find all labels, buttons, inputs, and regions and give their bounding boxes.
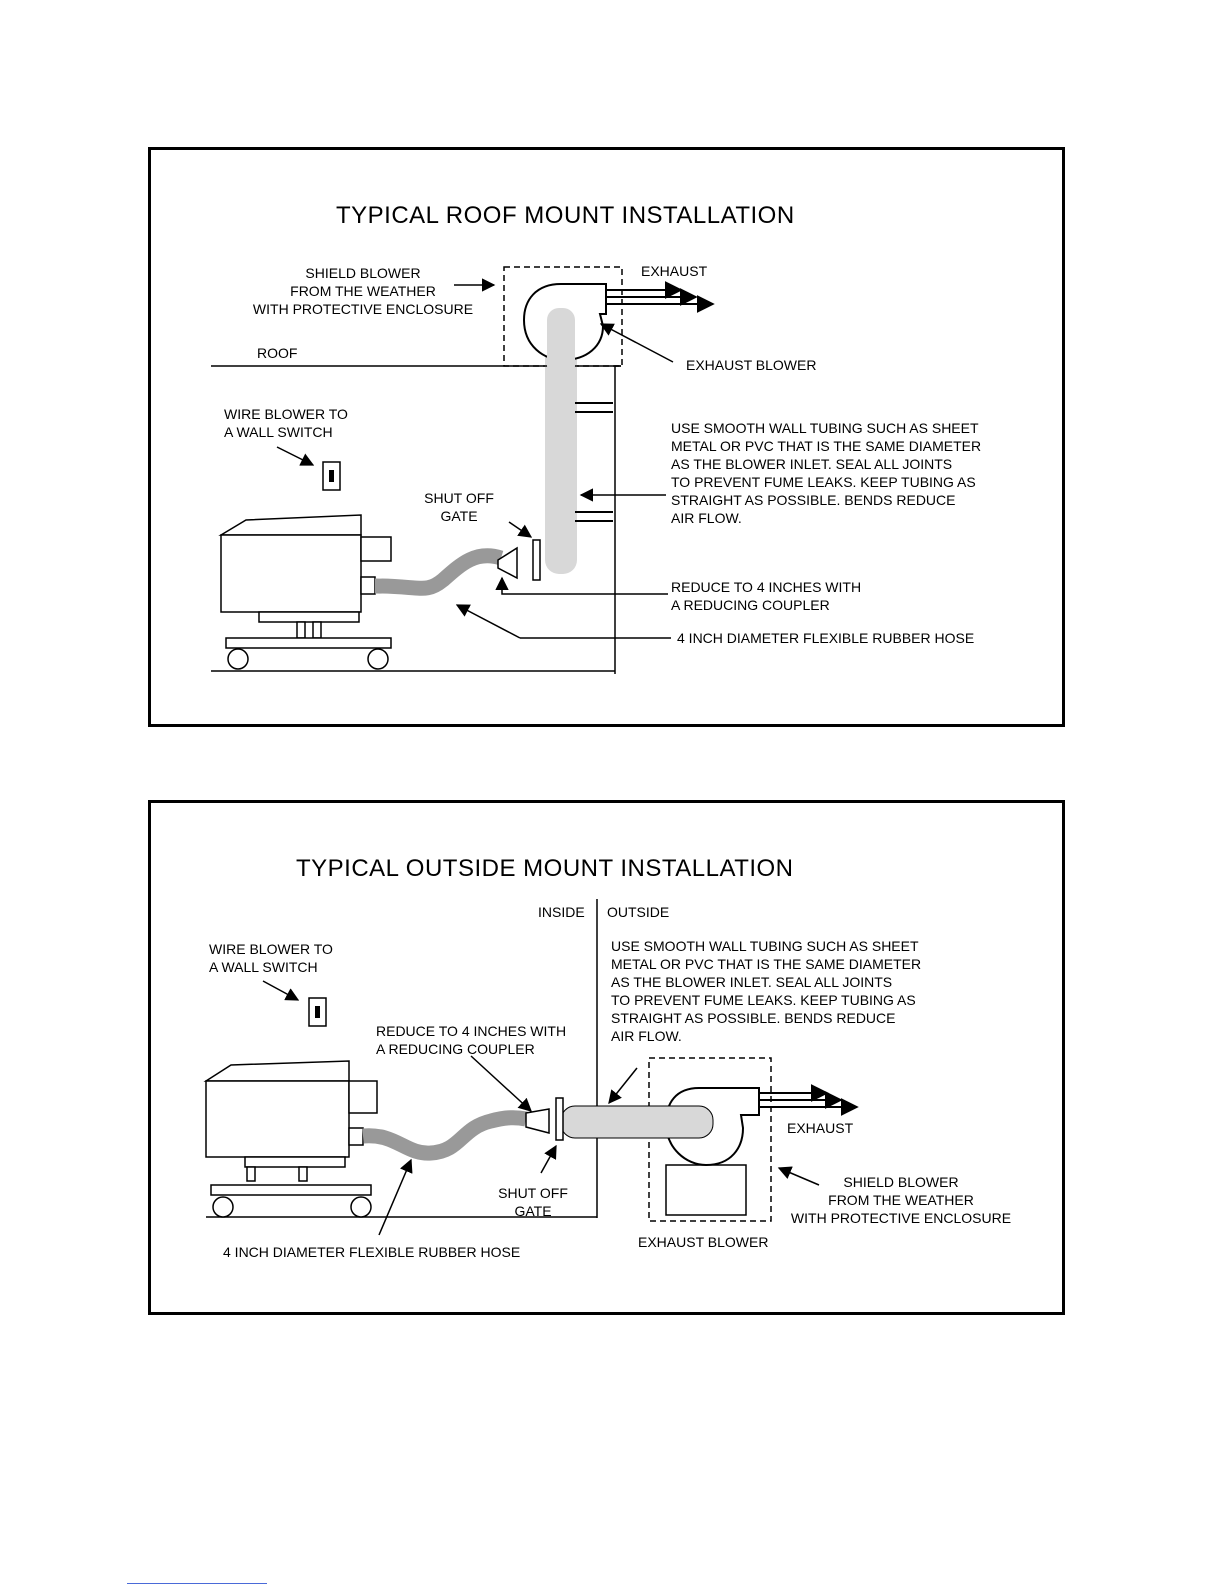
machine-port bbox=[348, 1080, 378, 1114]
outside-title: TYPICAL OUTSIDE MOUNT INSTALLATION bbox=[296, 855, 794, 882]
cart-wheel bbox=[350, 1196, 372, 1218]
blower-leader-arrow bbox=[599, 323, 674, 363]
building-wall bbox=[614, 365, 621, 674]
cart-wheel bbox=[367, 648, 389, 670]
cart-wheel bbox=[212, 1196, 234, 1218]
cart-leg bbox=[246, 1166, 256, 1182]
machine-base bbox=[258, 611, 360, 623]
roof-title: TYPICAL ROOF MOUNT INSTALLATION bbox=[336, 202, 795, 229]
flexible-hose bbox=[374, 548, 504, 596]
shut-off-gate bbox=[532, 539, 541, 581]
machine-base bbox=[244, 1156, 346, 1168]
reduce-leader-arrow bbox=[495, 576, 668, 595]
cart-wheel bbox=[227, 648, 249, 670]
machine-port bbox=[360, 536, 392, 562]
cart-platform bbox=[225, 637, 392, 649]
cart-platform bbox=[210, 1184, 372, 1196]
inside-label: INSIDE bbox=[538, 904, 585, 920]
vertical-tubing-top bbox=[547, 308, 575, 378]
hose-leader-arrow bbox=[455, 604, 521, 639]
shield-leader-arrow bbox=[777, 1166, 820, 1186]
outside-hose-label: 4 INCH DIAMETER FLEXIBLE RUBBER HOSE bbox=[223, 1244, 521, 1260]
outside-exhaust-blower-label: EXHAUST BLOWER bbox=[638, 1234, 769, 1250]
wire-leader-arrow bbox=[262, 980, 300, 1001]
wall-switch-toggle bbox=[315, 1006, 320, 1018]
machine-body bbox=[205, 1080, 350, 1158]
roof-label: ROOF bbox=[257, 345, 298, 361]
wire-leader-arrow bbox=[276, 446, 315, 466]
machine-body bbox=[220, 534, 362, 613]
tubing-leader-arrow bbox=[608, 1067, 638, 1105]
cart-leg bbox=[312, 621, 322, 639]
machine-top bbox=[203, 1060, 350, 1082]
roof-hose-label: 4 INCH DIAMETER FLEXIBLE RUBBER HOSE bbox=[677, 630, 975, 646]
roof-exhaust-label: EXHAUST bbox=[641, 263, 708, 279]
footer-rule bbox=[127, 1583, 267, 1584]
outside-mount-panel: TYPICAL OUTSIDE MOUNT INSTALLATION INSID… bbox=[148, 800, 1065, 1315]
protective-enclosure bbox=[648, 1057, 772, 1222]
gate-leader-arrow bbox=[508, 521, 533, 538]
blower-stand bbox=[665, 1164, 747, 1216]
wall-switch-toggle bbox=[329, 470, 334, 482]
flexible-hose bbox=[362, 1110, 528, 1161]
hose-leader-arrow bbox=[378, 1158, 413, 1236]
roof-mount-panel: TYPICAL ROOF MOUNT INSTALLATION SHIELD B… bbox=[148, 147, 1065, 727]
cart-leg bbox=[296, 621, 306, 639]
roof-mount-drawing bbox=[211, 266, 715, 674]
machine-outlet bbox=[360, 576, 376, 595]
horizontal-tubing bbox=[560, 1105, 714, 1139]
cart-leg bbox=[298, 1166, 308, 1182]
outside-exhaust-label: EXHAUST bbox=[787, 1120, 854, 1136]
outside-label: OUTSIDE bbox=[607, 904, 670, 920]
shut-off-gate bbox=[555, 1097, 564, 1141]
reduce-leader-arrow bbox=[470, 1055, 532, 1112]
reducing-coupler bbox=[525, 1108, 550, 1134]
roof-exhaust-blower-label: EXHAUST BLOWER bbox=[686, 357, 817, 373]
machine-top bbox=[218, 514, 362, 536]
machine-outlet bbox=[348, 1127, 364, 1146]
outside-mount-drawing bbox=[203, 899, 859, 1236]
reducing-coupler bbox=[497, 546, 518, 580]
gate-leader-arrow bbox=[540, 1144, 557, 1174]
